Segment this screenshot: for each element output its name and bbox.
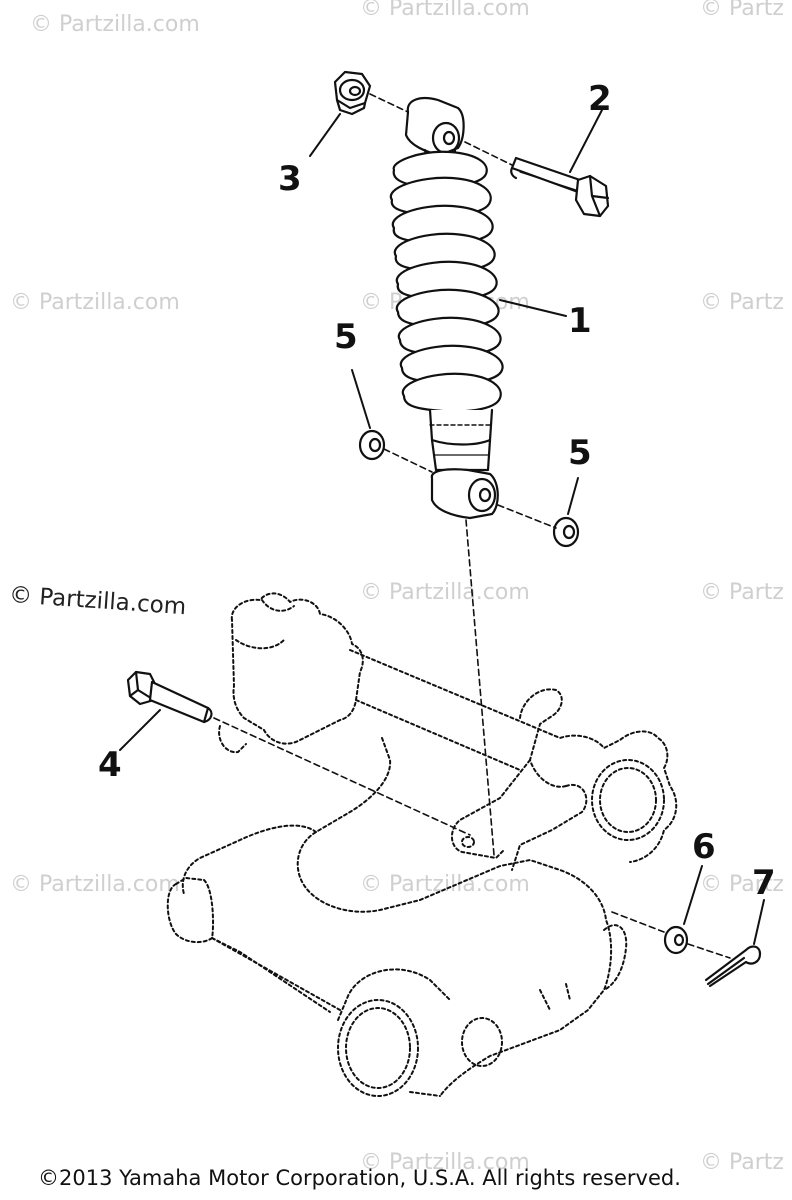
callout-7: 7 [752,863,776,903]
assembly-axis-top [369,93,409,113]
bolt-part-2 [464,141,610,218]
watermark: © Partz [700,0,784,21]
leader-3 [309,113,341,157]
callout-1: 1 [568,301,592,341]
watermark: © Partzilla.com [10,872,180,897]
watermark: © Partzilla.com [360,580,530,605]
watermark: © Partzilla.com [30,12,200,37]
swingarm [166,592,678,1097]
coil-spring-part-1 [389,150,504,413]
watermark: © Partzilla.com [360,0,530,21]
watermark: © Partzilla.com [360,1150,530,1175]
leader-7 [753,899,765,945]
damper-body [428,408,494,472]
leader-5a [351,369,371,429]
shock-bottom-mount [430,468,499,520]
watermark: © Partz [700,580,784,605]
washer-part-5-left [358,429,386,461]
copyright-notice: ©2013 Yamaha Motor Corporation, U.S.A. A… [38,1166,681,1190]
callout-3: 3 [278,159,302,199]
watermark: © Partz [700,1150,784,1175]
assembly-axis-vertical [465,519,495,856]
cotter-pin-part-7 [704,945,762,988]
leader-5b [567,477,579,515]
callout-6: 6 [692,827,716,867]
callout-2: 2 [588,79,612,119]
callout-5b: 5 [568,433,592,473]
watermark: © Partz [700,872,784,897]
watermark: © Partzilla.com [360,872,530,897]
watermark: © Partz [700,290,784,315]
nut-part-3 [333,70,372,116]
callout-5a: 5 [334,317,358,357]
leader-2 [569,109,603,173]
leader-1 [499,299,567,317]
leader-4 [119,709,161,751]
leader-6 [683,865,703,925]
bolt-part-4 [126,670,471,836]
callout-4: 4 [98,745,122,785]
washer-part-6 [663,925,689,955]
washer-part-5-right [552,516,580,548]
watermark: © Partzilla.com [10,290,180,315]
